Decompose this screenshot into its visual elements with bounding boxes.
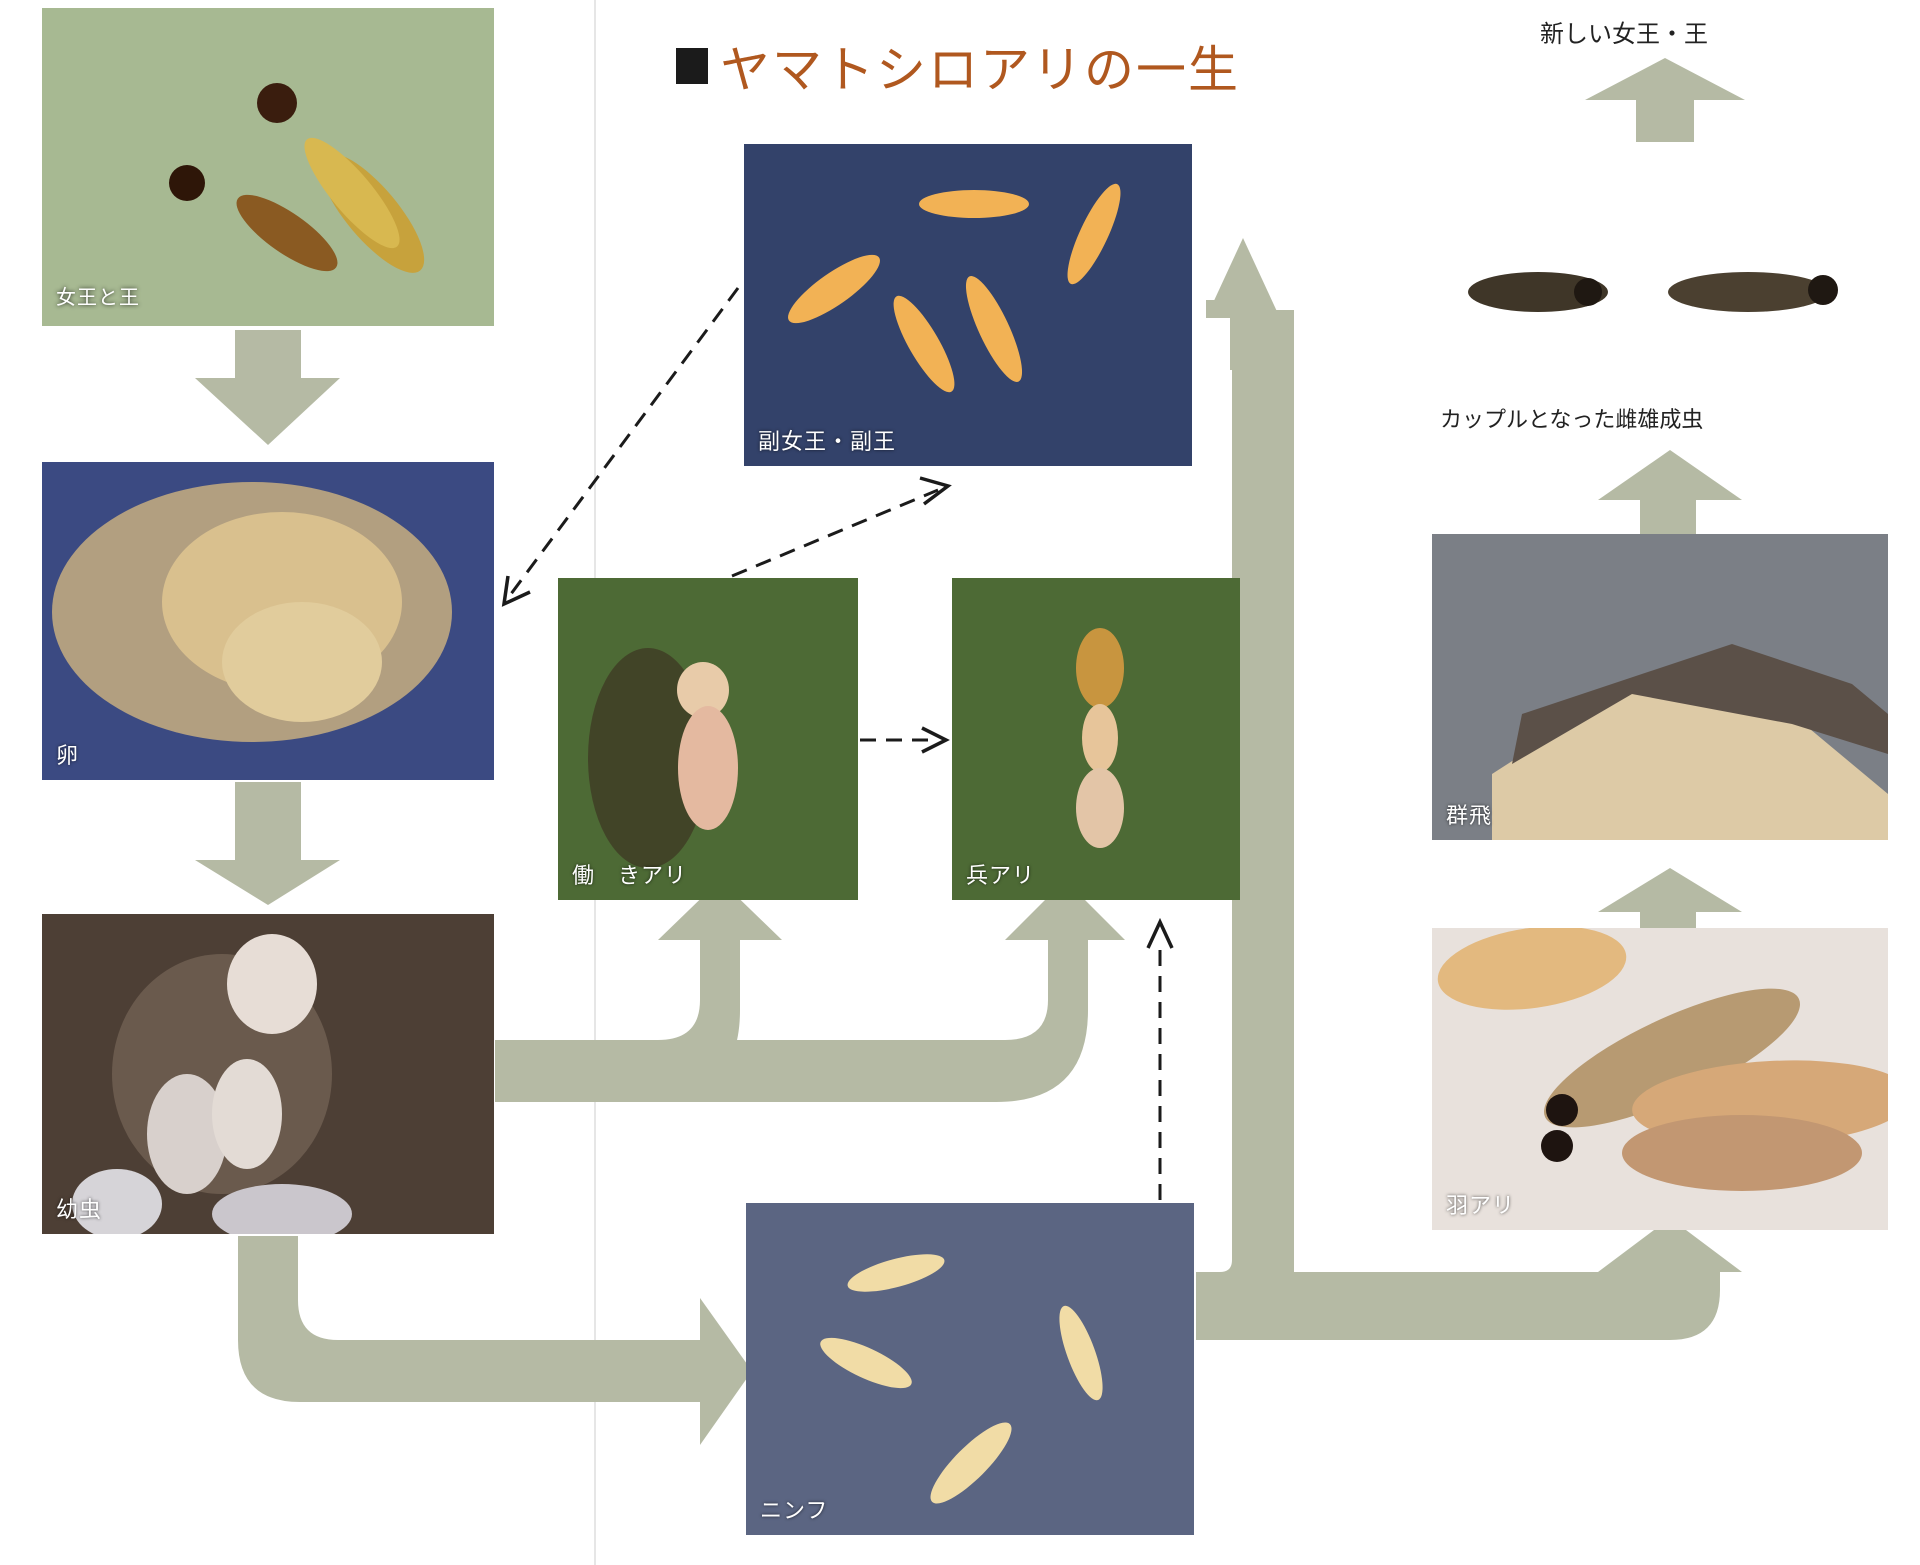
photo-alates: 羽アリ	[1432, 928, 1888, 1230]
arrow-alates-to-swarm	[1640, 910, 1696, 932]
arrow-nymph-to-alates-head	[1598, 1218, 1742, 1272]
caption-alates: 羽アリ	[1446, 1194, 1516, 1219]
dashed-secondary-to-eggs	[506, 287, 740, 599]
arrow-larvae-to-soldier-head	[1005, 880, 1125, 940]
caption-secondary-reproductives: 副女王・副王	[758, 430, 897, 455]
arrow-couple-to-new-head	[1585, 58, 1745, 100]
title-text: ヤマトシロアリの一生	[720, 41, 1240, 99]
dashed-head-nymph-soldier	[1146, 917, 1174, 949]
caption-nymph: ニンフ	[760, 1499, 829, 1524]
caption-swarm: 群飛	[1446, 804, 1493, 829]
photo-couple	[1428, 208, 1908, 408]
title-square-bullet	[676, 48, 708, 84]
dashed-head-soldier	[921, 726, 950, 754]
photo-larvae: 幼虫	[42, 914, 494, 1234]
arrow-larvae-to-soldier	[495, 938, 1088, 1102]
dashed-worker-to-secondary	[731, 488, 939, 578]
arrow-larvae-to-worker-head	[658, 880, 782, 940]
caption-eggs: 卵	[56, 744, 80, 769]
caption-queen-king: 女王と王	[56, 285, 140, 309]
photo-soldier: 兵アリ	[952, 578, 1240, 900]
dashed-head-eggs	[501, 575, 531, 607]
dashed-head-secondary	[919, 476, 952, 506]
arrow-queen-to-eggs-head	[195, 378, 340, 445]
couple-caption: カップルとなった雌雄成虫	[1440, 408, 1704, 433]
photo-worker: 働 きアリ	[558, 578, 858, 900]
arrow-nymph-to-secondary	[1196, 300, 1294, 1325]
caption-worker: 働 きアリ	[572, 864, 688, 889]
photo-eggs: 卵	[42, 462, 494, 780]
arrow-larvae-to-nymph	[238, 1236, 715, 1402]
arrow-alates-to-swarm-head	[1598, 868, 1742, 912]
photo-secondary-reproductives: 副女王・副王	[744, 144, 1192, 466]
arrow-nymph-to-secondary-head	[1206, 238, 1280, 318]
new-queen-king-label: 新しい女王・王	[1540, 20, 1708, 48]
photo-swarm: 群飛	[1432, 534, 1888, 840]
caption-larvae: 幼虫	[56, 1198, 103, 1223]
arrow-swarm-to-couple-head	[1598, 450, 1742, 500]
arrow-larvae-to-nymph-head	[700, 1298, 752, 1445]
arrow-queen-to-eggs	[235, 330, 301, 380]
arrow-eggs-to-larvae-head	[195, 860, 340, 905]
photo-nymph: ニンフ	[746, 1203, 1194, 1535]
photo-queen-king: 女王と王	[42, 8, 494, 326]
caption-soldier: 兵アリ	[966, 864, 1036, 889]
arrow-couple-to-new	[1636, 98, 1694, 142]
page-title: ヤマトシロアリの一生	[676, 30, 1240, 102]
arrow-eggs-to-larvae	[235, 782, 301, 862]
arrow-nymph-to-alates	[1196, 1250, 1720, 1340]
